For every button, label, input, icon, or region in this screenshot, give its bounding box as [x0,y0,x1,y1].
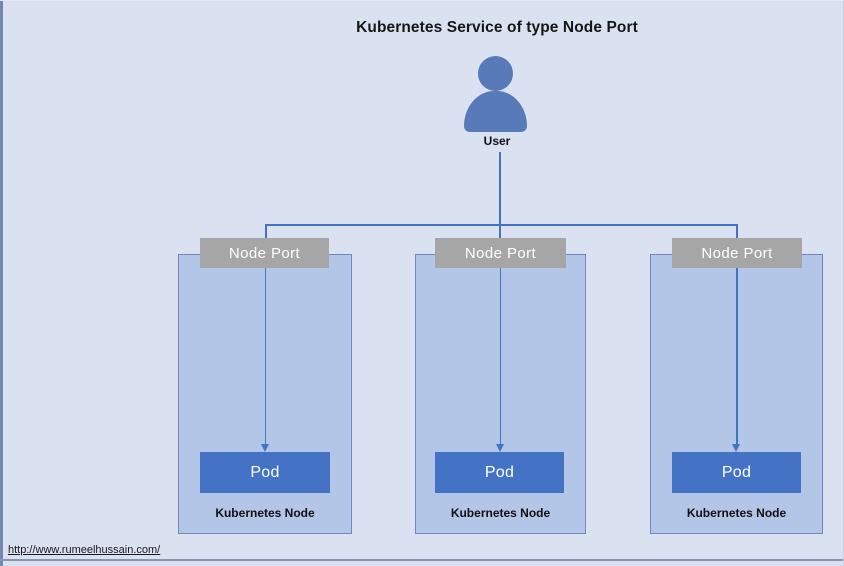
pod-label-1: Pod [250,463,280,481]
node-port-box-1: Node Port [200,238,329,268]
down-arrow-line-1 [264,268,266,445]
left-edge-border [0,1,3,566]
diagram-title: Kubernetes Service of type Node Port [356,19,638,36]
connector-drop-line-1 [265,224,267,238]
person-icon-body [464,91,527,132]
node-port-box-3: Node Port [672,238,802,268]
person-icon-head [478,56,513,91]
down-arrow-head-2 [495,444,504,452]
node-port-label-3: Node Port [701,244,773,262]
pod-label-3: Pod [721,463,752,481]
node-port-label-1: Node Port [228,244,301,262]
down-arrow-head-3 [732,444,740,452]
down-arrow-line-3 [736,268,738,445]
bottom-divider [0,559,843,561]
pod-box-3: Pod [672,452,801,493]
pod-label-2: Pod [484,463,515,481]
kubernetes-node-label-3: Kubernetes Node [686,506,787,520]
connector-drop-line-3 [736,224,738,238]
down-arrow-head-1 [260,444,269,452]
connector-horizontal-line [265,224,738,226]
node-port-label-2: Node Port [464,244,537,262]
kubernetes-node-label-1: Kubernetes Node [215,506,315,520]
node-port-box-2: Node Port [435,238,566,268]
kubernetes-node-label-2: Kubernetes Node [450,506,551,520]
footer-url-link[interactable]: http://www.rumeelhussain.com/ [8,544,161,556]
pod-box-2: Pod [435,452,564,493]
down-arrow-line-2 [499,268,501,445]
pod-box-1: Pod [200,452,330,493]
connector-user-vertical-line [499,152,501,238]
user-label: User [483,134,511,148]
